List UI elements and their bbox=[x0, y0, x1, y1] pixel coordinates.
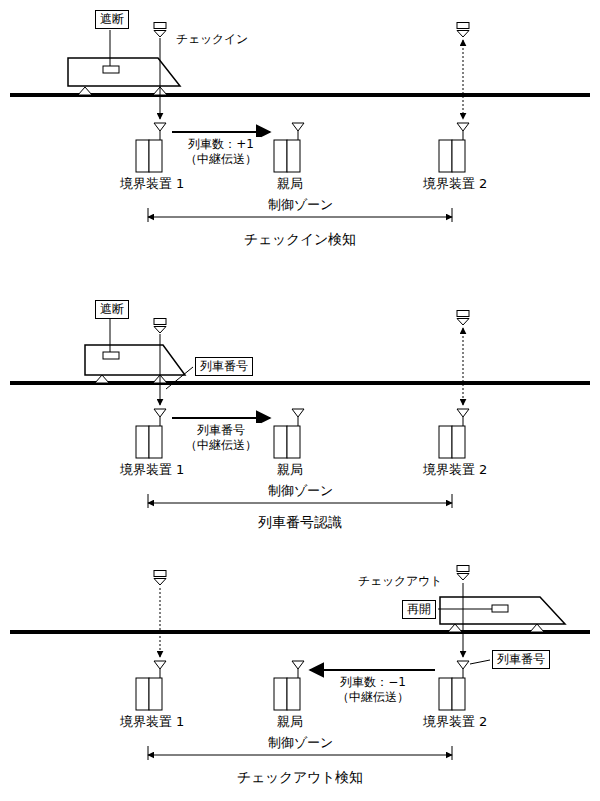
zone-tick bbox=[148, 746, 149, 760]
signal-label: チェックイン bbox=[176, 32, 248, 47]
train-unit bbox=[492, 605, 508, 612]
signal-arrow bbox=[160, 334, 161, 405]
device-icon bbox=[437, 660, 473, 712]
signal-arrow bbox=[463, 328, 464, 405]
antenna bbox=[457, 566, 469, 581]
antenna bbox=[154, 571, 166, 586]
wheel bbox=[78, 87, 167, 95]
box-label: 遮断 bbox=[100, 302, 124, 316]
device-label: 境界装置 1 bbox=[120, 176, 184, 191]
zone-tick bbox=[452, 494, 453, 508]
zone-label: 制御ゾーン bbox=[265, 197, 336, 212]
zone-label: 制御ゾーン bbox=[265, 735, 336, 750]
edge-label: 列車数：−1 （中継伝送） bbox=[333, 675, 413, 705]
device-icon bbox=[134, 660, 170, 712]
box-label: 再開 bbox=[407, 602, 431, 616]
panel-title: チェックイン検知 bbox=[244, 232, 356, 247]
device-node: 親局 bbox=[272, 660, 308, 712]
box-label: 列車番号 bbox=[200, 359, 248, 373]
box-label: 遮断 bbox=[100, 12, 124, 26]
device-label: 親局 bbox=[277, 462, 303, 477]
box-label: 列車番号 bbox=[497, 652, 545, 666]
wheel bbox=[95, 375, 167, 383]
zone-tick bbox=[452, 208, 453, 222]
relay-arrow bbox=[310, 669, 435, 671]
signal-arrow bbox=[463, 583, 464, 657]
signal-box: 遮断 bbox=[95, 10, 129, 29]
device-node: 親局 bbox=[272, 122, 308, 174]
antenna bbox=[154, 319, 166, 334]
zone-label: 制御ゾーン bbox=[265, 483, 336, 498]
rail bbox=[10, 93, 590, 97]
leader-line bbox=[438, 609, 492, 610]
leader-line bbox=[110, 318, 111, 352]
train-unit bbox=[103, 66, 119, 73]
device-icon bbox=[272, 122, 308, 174]
signal-box: 再開 bbox=[402, 600, 436, 619]
edge-label: 列車番号 （中継伝送） bbox=[181, 423, 261, 453]
signal-label: チェックアウト bbox=[358, 574, 442, 589]
signal-arrow bbox=[463, 40, 464, 119]
signal-arrow bbox=[160, 588, 161, 657]
panel-title: 列車番号認識 bbox=[258, 515, 342, 530]
zone-bracket bbox=[148, 217, 452, 218]
rail bbox=[10, 630, 590, 634]
panel-title: チェックアウト検知 bbox=[237, 770, 363, 785]
zone-tick bbox=[148, 494, 149, 508]
zone-tick bbox=[452, 746, 453, 760]
leader-line bbox=[110, 30, 111, 66]
device-node: 境界装置 2 bbox=[437, 408, 473, 460]
leader-line bbox=[470, 660, 490, 664]
device-node: 境界装置 1 bbox=[134, 122, 170, 174]
zone-bracket bbox=[148, 503, 452, 504]
device-label: 境界装置 1 bbox=[120, 714, 184, 729]
relay-arrow bbox=[172, 131, 270, 133]
device-node: 境界装置 1 bbox=[134, 660, 170, 712]
device-icon bbox=[437, 408, 473, 460]
signal-arrow bbox=[160, 38, 161, 119]
device-node: 境界装置 1 bbox=[134, 408, 170, 460]
zone-bracket bbox=[148, 755, 452, 756]
device-icon bbox=[134, 408, 170, 460]
edge-label: 列車数：+1 （中継伝送） bbox=[181, 137, 261, 167]
device-node: 親局 bbox=[272, 408, 308, 460]
signal-box: 遮断 bbox=[95, 300, 129, 319]
train bbox=[68, 58, 180, 86]
antenna bbox=[154, 23, 166, 38]
antenna bbox=[457, 23, 469, 38]
antenna bbox=[457, 311, 469, 326]
device-label: 親局 bbox=[277, 176, 303, 191]
relay-arrow bbox=[172, 417, 270, 419]
device-label: 境界装置 2 bbox=[423, 176, 487, 191]
device-node: 境界装置 2 bbox=[437, 122, 473, 174]
zone-tick bbox=[148, 208, 149, 222]
device-icon bbox=[272, 408, 308, 460]
device-icon bbox=[272, 660, 308, 712]
device-node: 境界装置 2 bbox=[437, 660, 473, 712]
device-label: 境界装置 2 bbox=[423, 714, 487, 729]
device-label: 境界装置 2 bbox=[423, 462, 487, 477]
signal-box: 列車番号 bbox=[195, 357, 253, 376]
device-icon bbox=[134, 122, 170, 174]
signal-box: 列車番号 bbox=[492, 650, 550, 669]
device-icon bbox=[437, 122, 473, 174]
leader-line bbox=[166, 367, 193, 389]
wheel bbox=[448, 624, 544, 632]
train bbox=[440, 597, 565, 624]
device-label: 境界装置 1 bbox=[120, 462, 184, 477]
device-label: 親局 bbox=[277, 714, 303, 729]
train bbox=[85, 345, 185, 375]
train-unit bbox=[103, 352, 119, 359]
